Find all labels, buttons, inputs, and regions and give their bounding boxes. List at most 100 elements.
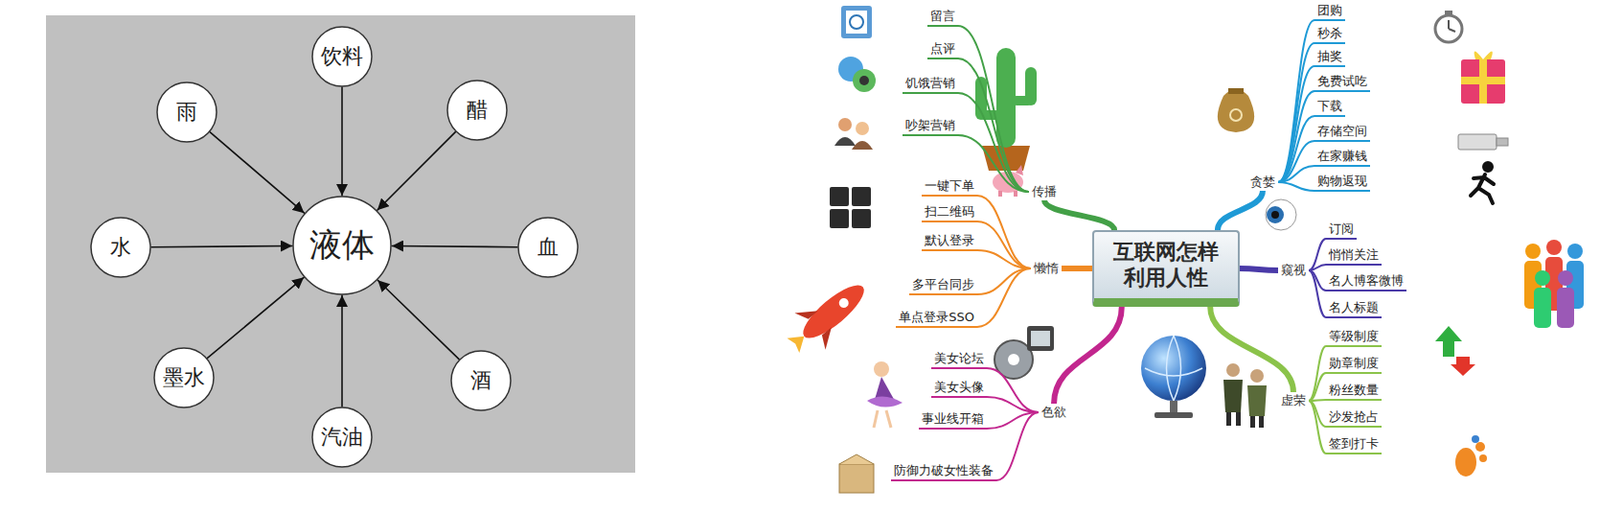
leaf-topic-text: 多平台同步	[912, 276, 975, 293]
circle-outline	[154, 347, 214, 408]
branch-label: 虚荣	[1278, 391, 1309, 410]
business-people-icon	[1226, 411, 1232, 426]
pig-icon	[998, 190, 1003, 197]
leaf-topic-text: 吵架营销	[905, 117, 956, 134]
clock-icon	[1448, 20, 1456, 32]
branch-line	[1210, 306, 1294, 392]
leaf-topic: 秒杀	[1314, 25, 1346, 45]
leaf-topic-text: 订阅	[1328, 221, 1354, 237]
leaf-topic: 饥饿营销	[902, 75, 959, 94]
business-people-icon	[1235, 411, 1241, 426]
branch-line	[1278, 182, 1315, 191]
rocket-icon	[817, 326, 841, 350]
branch-line	[1239, 268, 1279, 271]
concept-circle-text: 醋	[466, 98, 488, 122]
globe-icon	[1141, 335, 1207, 418]
leaf-topic: 签到打卡	[1325, 435, 1382, 455]
branch-label: 懒惰	[1030, 259, 1062, 277]
business-people-icon	[1226, 363, 1240, 377]
branch-label: 窥视	[1278, 261, 1309, 279]
leaf-topic-text: 悄悄关注	[1328, 247, 1379, 263]
branch-label-text: 窥视	[1280, 262, 1306, 278]
concept-circle-text: 酒	[470, 368, 492, 392]
runner-icon	[1470, 174, 1494, 204]
gift-icon	[1461, 59, 1506, 104]
usb-icon	[1496, 137, 1509, 146]
branch-line	[958, 58, 1029, 192]
branch-line	[1308, 264, 1326, 271]
chat-icon	[859, 75, 869, 86]
crowd-icon	[1546, 239, 1562, 255]
branch-label-text: 色欲	[1041, 404, 1067, 420]
leaf-topic-text: 美女头像	[934, 379, 984, 395]
concept-circle: 水	[90, 216, 152, 278]
leaf-topic: 事业线开箱	[918, 411, 987, 430]
leaf-topic-text: 名人博客微博	[1328, 273, 1404, 289]
gift-icon	[1461, 76, 1506, 85]
footprint-icon	[1455, 434, 1487, 477]
leaf-topic: 等级制度	[1325, 328, 1382, 347]
eye-icon	[1271, 210, 1280, 219]
leaf-topic: 免费试吃	[1314, 73, 1371, 92]
footprint-icon	[1471, 434, 1480, 443]
up-down-arrow-icon	[1450, 356, 1476, 376]
leaf-topic: 单点登录SSO	[895, 309, 978, 328]
dancer-icon	[867, 361, 903, 428]
leaf-topic: 美女头像	[931, 379, 987, 398]
leaf-topic-text: 点评	[930, 41, 956, 57]
concept-circle: 液体	[292, 195, 392, 296]
business-people-icon	[1223, 363, 1267, 428]
cactus-icon	[1011, 95, 1033, 106]
chat-icon	[852, 68, 876, 92]
leaf-topic-text: 存储空间	[1317, 123, 1368, 139]
runner-icon	[1470, 162, 1494, 204]
usb-icon	[1458, 134, 1509, 150]
dancer-icon	[873, 410, 892, 428]
circle-outline	[312, 26, 372, 87]
branch-line	[986, 367, 1039, 412]
leaf-topic: 一键下单	[921, 178, 978, 197]
branch-line	[958, 92, 1029, 192]
arrow-connector	[377, 279, 459, 359]
circle-outline	[312, 407, 372, 467]
business-people-icon	[1250, 415, 1256, 428]
circle-outline	[157, 82, 217, 142]
arrow-connector	[391, 245, 518, 247]
clock-icon	[1435, 15, 1463, 43]
dancer-icon	[867, 395, 903, 407]
concept-circle-text: 雨	[176, 100, 198, 124]
branch-line	[958, 25, 1029, 192]
branch-line	[977, 221, 1031, 269]
leaf-topic: 点评	[927, 41, 959, 60]
leaf-topic-text: 免费试吃	[1317, 73, 1368, 90]
keyboard-icon	[829, 208, 849, 229]
concept-circle: 雨	[156, 81, 218, 143]
concept-circle-text: 液体	[309, 227, 375, 263]
concept-circle: 墨水	[153, 346, 215, 409]
keyboard-icon	[829, 186, 849, 206]
notebook-icon	[845, 10, 868, 34]
circle-outline	[518, 217, 578, 277]
concept-circle: 酒	[450, 349, 512, 412]
crowd-icon	[1567, 243, 1583, 259]
circle-outline	[91, 217, 151, 277]
rocket-icon	[794, 300, 818, 324]
people-icon	[855, 121, 869, 136]
leaf-topic: 扫二维码	[921, 204, 978, 223]
leaf-topic: 防御力破女性装备	[891, 462, 997, 481]
leaf-topic: 沙发抢占	[1325, 409, 1382, 428]
leaf-topic-text: 一键下单	[924, 178, 975, 194]
branch-label: 色欲	[1038, 403, 1070, 421]
leaf-topic-text: 单点登录SSO	[898, 309, 975, 325]
crowd-icon	[1525, 243, 1541, 259]
rocket-icon	[777, 268, 879, 364]
branch-line	[977, 195, 1031, 269]
leaf-topic: 订阅	[1325, 221, 1357, 240]
arrow-connector	[341, 87, 343, 196]
leaf-topic: 下载	[1314, 98, 1346, 117]
leaf-topic: 名人标题	[1325, 299, 1382, 319]
business-people-icon	[1247, 385, 1267, 416]
leaf-topic-text: 在家赚钱	[1317, 148, 1368, 164]
business-people-icon	[1223, 379, 1243, 412]
branch-label: 传播	[1028, 182, 1060, 201]
